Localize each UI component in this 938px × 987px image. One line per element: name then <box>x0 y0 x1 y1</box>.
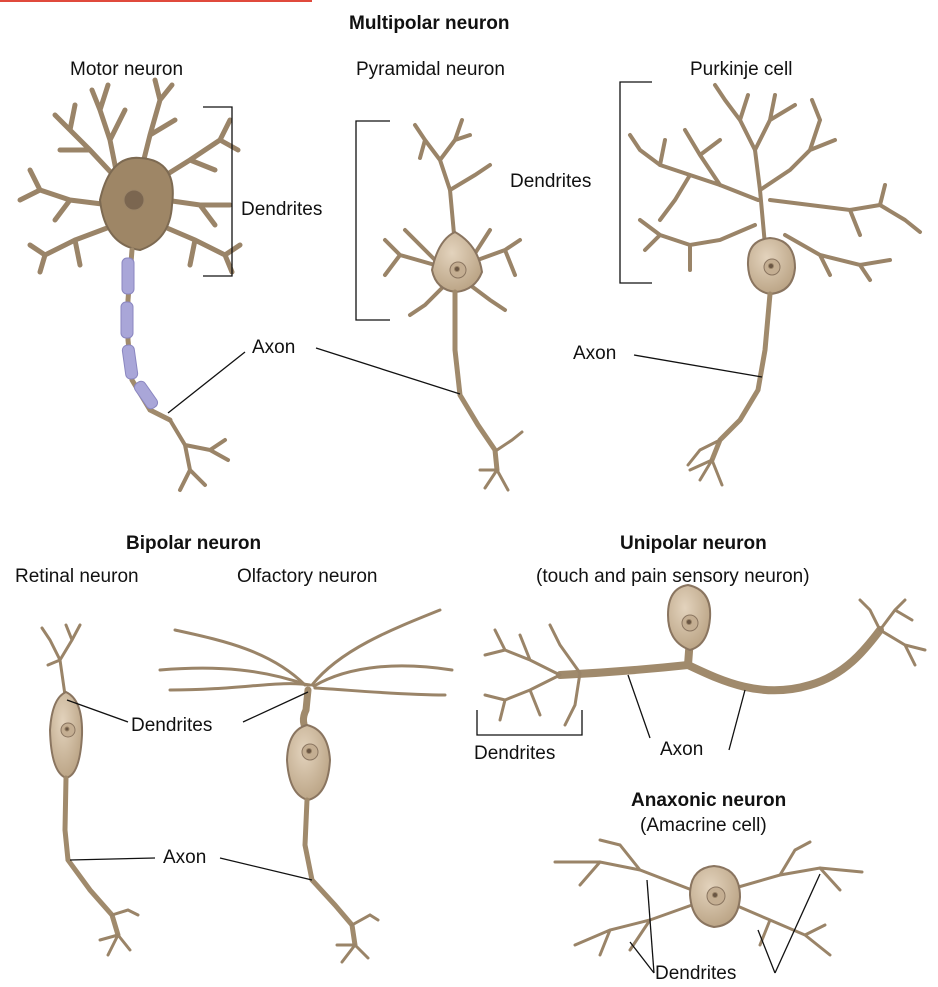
unipolar-neuron-process <box>560 630 880 690</box>
myelin-sheaths <box>121 258 160 411</box>
label-anaxonic-dendrites: Dendrites <box>655 963 736 985</box>
motor-neuron <box>20 80 240 490</box>
label-anaxonic-sub: (Amacrine cell) <box>640 815 767 837</box>
retinal-neuron-axon <box>65 778 118 935</box>
label-motor-dendrites: Dendrites <box>241 199 322 221</box>
heading-multipolar: Multipolar neuron <box>349 13 509 35</box>
label-unipolar-sub: (touch and pain sensory neuron) <box>536 566 810 588</box>
motor-neuron-nucleus <box>124 190 144 210</box>
motor-neuron-axon-terminal <box>170 420 228 490</box>
label-unipolar-axon: Axon <box>660 739 703 761</box>
unipolar-neuron <box>485 585 925 725</box>
purkinje-cell <box>630 85 920 485</box>
retinal-neuron <box>42 625 138 955</box>
label-bipolar-dendrites: Dendrites <box>131 715 212 737</box>
heading-anaxonic: Anaxonic neuron <box>631 790 786 812</box>
olfactory-neuron-soma <box>287 725 330 800</box>
heading-bipolar: Bipolar neuron <box>126 533 261 555</box>
label-olfactory-neuron: Olfactory neuron <box>237 566 377 588</box>
pyramidal-neuron-apical-dendrite <box>415 120 490 245</box>
olfactory-neuron-axon-terminal <box>337 915 378 962</box>
label-pyramidal-neuron: Pyramidal neuron <box>356 59 505 81</box>
label-multipolar-axon: Axon <box>252 337 295 359</box>
pyramidal-neuron-axon <box>455 292 497 470</box>
unipolar-neuron-peripheral-endings <box>860 600 925 665</box>
label-purkinje-cell: Purkinje cell <box>690 59 792 81</box>
label-motor-neuron: Motor neuron <box>70 59 183 81</box>
label-retinal-neuron: Retinal neuron <box>15 566 139 588</box>
label-unipolar-dendrites: Dendrites <box>474 743 555 765</box>
heading-unipolar: Unipolar neuron <box>620 533 767 555</box>
label-purkinje-dendrites: Dendrites <box>510 171 591 193</box>
label-bipolar-axon: Axon <box>163 847 206 869</box>
leader-lines <box>67 82 820 973</box>
olfactory-neuron <box>160 610 452 962</box>
label-purkinje-axon: Axon <box>573 343 616 365</box>
olfactory-neuron-cilia <box>160 610 452 695</box>
olfactory-neuron-axon <box>305 800 355 945</box>
retinal-neuron-dendrites <box>42 625 80 695</box>
pyramidal-neuron <box>385 120 522 490</box>
anaxonic-neuron <box>555 840 862 955</box>
